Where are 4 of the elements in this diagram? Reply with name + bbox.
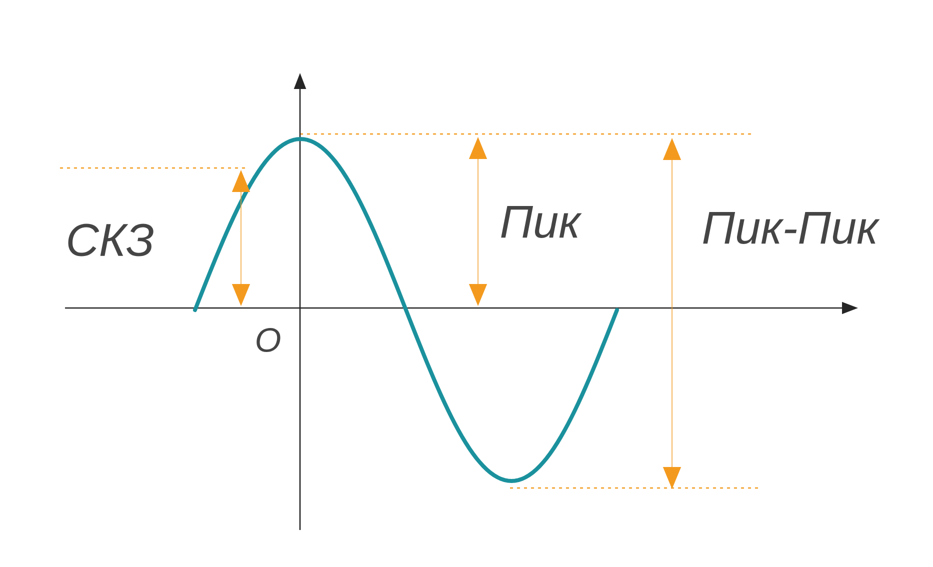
measure-label: Пик-Пик: [703, 212, 880, 244]
measure-label: Пик: [501, 206, 582, 238]
measure-label: СКЗ: [68, 224, 154, 256]
axis-label: O: [256, 328, 280, 352]
